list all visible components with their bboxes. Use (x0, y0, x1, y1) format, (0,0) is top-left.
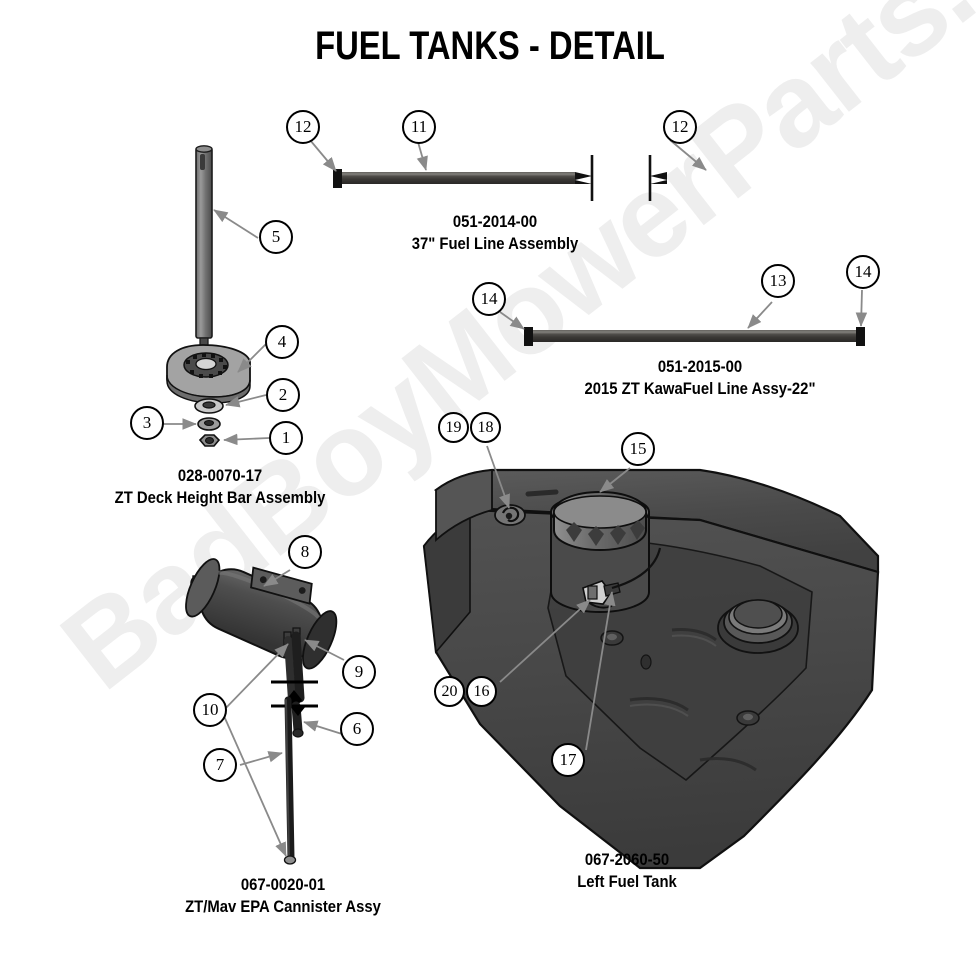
left-fuel-tank-graphic (422, 468, 880, 870)
caption-deck-height-bar: 028-0070-17 ZT Deck Height Bar Assembly (95, 466, 345, 510)
fuel-cap (550, 490, 650, 614)
caption-fuel-line-37: 051-2014-00 37" Fuel Line Assembly (390, 212, 600, 256)
fuel-line-37-graphic (333, 155, 667, 201)
callout-10[interactable]: 10 (193, 693, 227, 727)
callout-13[interactable]: 13 (761, 264, 795, 298)
part-number-fuel-line-22: 051-2015-00 (657, 358, 743, 376)
part-number-epa-cannister: 067-0020-01 (240, 876, 326, 894)
callout-16[interactable]: 16 (466, 676, 497, 707)
callout-5[interactable]: 5 (259, 220, 293, 254)
caption-left-fuel-tank: 067-2060-50 Left Fuel Tank (512, 850, 742, 894)
callout-7[interactable]: 7 (203, 748, 237, 782)
callout-12-left[interactable]: 12 (286, 110, 320, 144)
part-number-fuel-line-37: 051-2014-00 (452, 213, 538, 231)
part-name-fuel-line-37: 37" Fuel Line Assembly (411, 234, 579, 253)
callout-14-right[interactable]: 14 (846, 255, 880, 289)
fuel-line-22-graphic (524, 327, 865, 346)
deck-height-bar-graphic (166, 145, 251, 447)
callout-14-left[interactable]: 14 (472, 282, 506, 316)
tank-vent-fitting (494, 504, 526, 526)
callout-19[interactable]: 19 (438, 412, 469, 443)
tank-secondary-port (717, 599, 799, 654)
caption-epa-cannister: 067-0020-01 ZT/Mav EPA Cannister Assy (148, 875, 418, 919)
callout-12-right[interactable]: 12 (663, 110, 697, 144)
callout-2[interactable]: 2 (266, 378, 300, 412)
callout-11[interactable]: 11 (402, 110, 436, 144)
part-number-deck-height-bar: 028-0070-17 (177, 467, 263, 485)
caption-fuel-line-22: 051-2015-00 2015 ZT KawaFuel Line Assy-2… (560, 357, 840, 401)
part-number-left-fuel-tank: 067-2060-50 (584, 851, 670, 869)
callout-18[interactable]: 18 (470, 412, 501, 443)
leader-lines (163, 139, 868, 857)
callout-4[interactable]: 4 (265, 325, 299, 359)
part-name-epa-cannister: ZT/Mav EPA Cannister Assy (185, 897, 381, 916)
page-title: FUEL TANKS - DETAIL (315, 24, 665, 68)
callout-8[interactable]: 8 (288, 535, 322, 569)
part-name-deck-height-bar: ZT Deck Height Bar Assembly (114, 488, 326, 507)
callout-15[interactable]: 15 (621, 432, 655, 466)
callout-20[interactable]: 20 (434, 676, 465, 707)
callout-3[interactable]: 3 (130, 406, 164, 440)
callout-9[interactable]: 9 (342, 655, 376, 689)
part-name-fuel-line-22: 2015 ZT KawaFuel Line Assy-22" (584, 379, 816, 398)
callout-1[interactable]: 1 (269, 421, 303, 455)
callout-6[interactable]: 6 (340, 712, 374, 746)
tube-lower (271, 696, 318, 865)
callout-17[interactable]: 17 (551, 743, 585, 777)
part-name-left-fuel-tank: Left Fuel Tank (577, 872, 677, 891)
diagram-parts (163, 139, 880, 870)
